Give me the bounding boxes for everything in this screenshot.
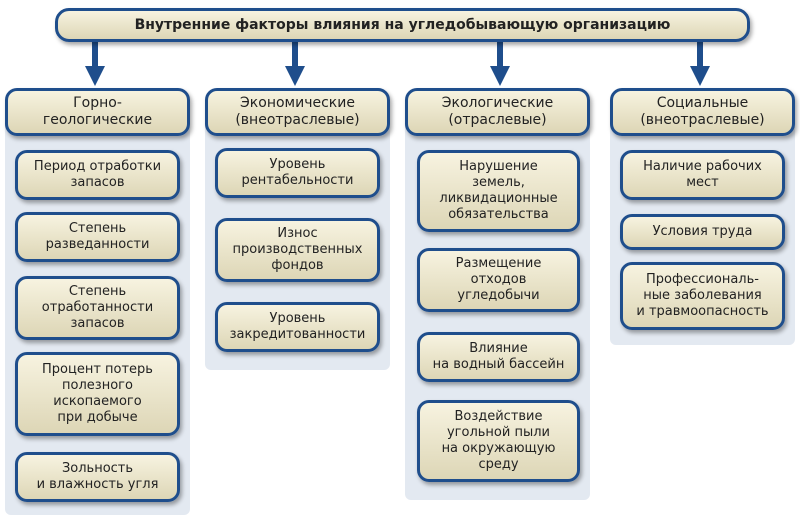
factor-item: Уровень закредитованности: [215, 302, 380, 352]
factor-item: Период отработки запасов: [15, 150, 180, 200]
factor-item: Размещение отходов угледобычи: [417, 248, 580, 312]
factor-item: Воздействие угольной пыли на окружающую …: [417, 400, 580, 482]
arrow-down-icon: [285, 66, 305, 86]
factor-item: Степень отработанности запасов: [15, 276, 180, 340]
factor-item: Влияние на водный бассейн: [417, 332, 580, 382]
factor-item: Нарушение земель, ликвидационные обязате…: [417, 150, 580, 232]
arrow-down-icon: [490, 66, 510, 86]
factor-item: Наличие рабочих мест: [620, 150, 785, 200]
factor-item: Процент потерь полезного ископаемого при…: [15, 352, 180, 436]
factor-item: Условия труда: [620, 214, 785, 250]
category-ecological: Экологические (отраслевые): [405, 88, 590, 136]
category-mining-geological: Горно- геологические: [5, 88, 190, 136]
factor-item: Уровень рентабельности: [215, 148, 380, 198]
arrow-down-icon: [85, 66, 105, 86]
factor-item: Износ производственных фондов: [215, 218, 380, 282]
category-social: Социальные (внеотраслевые): [610, 88, 795, 136]
factor-item: Профессиональ- ные заболевания и травмоо…: [620, 262, 785, 330]
diagram-title: Внутренние факторы влияния на угледобыва…: [55, 8, 750, 42]
factor-item: Зольность и влажность угля: [15, 452, 180, 502]
category-economic: Экономические (внеотраслевые): [205, 88, 390, 136]
factor-item: Степень разведанности: [15, 212, 180, 262]
connector-arrows: [85, 42, 710, 86]
arrow-down-icon: [690, 66, 710, 86]
